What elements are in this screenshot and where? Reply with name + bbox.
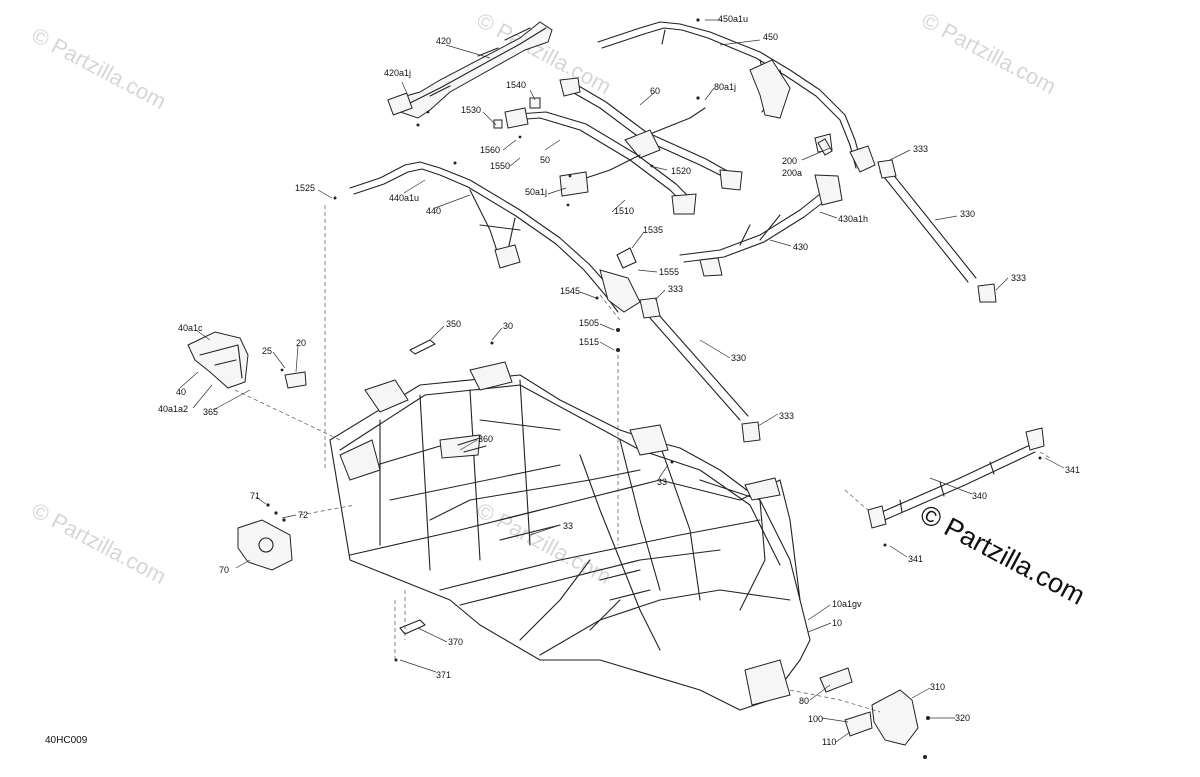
- part-label: 330: [731, 353, 746, 363]
- part-label: 71: [250, 491, 260, 501]
- part-label: 420a1j: [384, 68, 411, 78]
- part-label: 1535: [643, 225, 663, 235]
- part-label: 1505: [579, 318, 599, 328]
- part-70-mount: [237, 503, 293, 571]
- part-10-chassis-frame: [329, 361, 811, 711]
- part-label: 40a1a2: [158, 404, 188, 414]
- part-label: 450: [763, 32, 778, 42]
- part-label: 10: [832, 618, 842, 628]
- part-label: 341: [908, 554, 923, 564]
- part-label: 1530: [461, 105, 481, 115]
- part-label: 70: [219, 565, 229, 575]
- part-label: 1520: [671, 166, 691, 176]
- part-label: 440: [426, 206, 441, 216]
- part-label: 1550: [490, 161, 510, 171]
- watermark: © Partzilla.com: [918, 7, 1061, 99]
- part-450-rear-roll-bar: [597, 18, 876, 173]
- part-label: 333: [913, 144, 928, 154]
- part-440-main-roll-bar: [333, 161, 641, 313]
- part-label: 40a1c: [178, 323, 203, 333]
- part-label: 200a: [782, 168, 802, 178]
- watermark: © Partzilla.com: [28, 22, 171, 114]
- part-label: 340: [972, 491, 987, 501]
- part-label: 333: [668, 284, 683, 294]
- part-label: 40: [176, 387, 186, 397]
- part-label: 1515: [579, 337, 599, 347]
- part-label: 25: [262, 346, 272, 356]
- part-label: 10a1gv: [832, 599, 862, 609]
- part-label: 333: [779, 411, 794, 421]
- part-40-bracket: [187, 331, 249, 389]
- part-label: 430: [793, 242, 808, 252]
- assembly-lines: [234, 205, 1051, 713]
- part-label: 33: [657, 477, 667, 487]
- part-labels: 420 420a1j 1540 60 80a1j 450a1u 450 1530…: [158, 14, 1080, 747]
- part-label: 1510: [614, 206, 634, 216]
- part-20-clip: [280, 368, 307, 389]
- watermarks: © Partzilla.com © Partzilla.com © Partzi…: [28, 7, 1090, 610]
- part-label: 80: [799, 696, 809, 706]
- leader-lines: [179, 19, 1065, 743]
- part-310-lower-bracket: [819, 667, 930, 759]
- part-label: 110: [822, 737, 836, 747]
- part-420-front-bar: [387, 21, 553, 127]
- part-60-crossbar: [559, 77, 743, 191]
- part-330-struts: [639, 159, 997, 443]
- part-label: 100: [808, 714, 823, 724]
- part-label: 320: [955, 713, 970, 723]
- part-label: 50: [540, 155, 550, 165]
- part-label: 60: [650, 86, 660, 96]
- part-label: 200: [782, 156, 797, 166]
- part-label: 1560: [480, 145, 500, 155]
- part-label: 330: [960, 209, 975, 219]
- part-label: 333: [1011, 273, 1026, 283]
- part-label: 365: [203, 407, 218, 417]
- part-430-rear-lower-bar: [679, 133, 843, 277]
- part-label: 371: [436, 670, 451, 680]
- diagram-code: 40HC009: [45, 735, 88, 746]
- part-label: 33: [563, 521, 573, 531]
- part-label: 20: [296, 338, 306, 348]
- part-label: 450a1u: [718, 14, 748, 24]
- part-label: 50a1j: [525, 187, 547, 197]
- part-label: 1555: [659, 267, 679, 277]
- part-label: 341: [1065, 465, 1080, 475]
- part-label: 360: [478, 434, 493, 444]
- part-label: 440a1u: [389, 193, 419, 203]
- part-label: 1540: [506, 80, 526, 90]
- part-label: 430a1h: [838, 214, 868, 224]
- small-parts: [394, 138, 1042, 662]
- part-340-rear-bar: [867, 427, 1045, 529]
- part-50-center-bar: [493, 97, 697, 215]
- part-label: 30: [503, 321, 513, 331]
- part-label: 1545: [560, 286, 580, 296]
- watermark: © Partzilla.com: [473, 497, 616, 589]
- part-label: 350: [446, 319, 461, 329]
- part-label: 420: [436, 36, 451, 46]
- part-label: 310: [930, 682, 945, 692]
- part-label: 1525: [295, 183, 315, 193]
- part-label: 80a1j: [714, 82, 736, 92]
- part-label: 370: [448, 637, 463, 647]
- part-label: 72: [298, 510, 308, 520]
- watermark: © Partzilla.com: [28, 497, 171, 589]
- watermark-main: © Partzilla.com: [915, 499, 1090, 611]
